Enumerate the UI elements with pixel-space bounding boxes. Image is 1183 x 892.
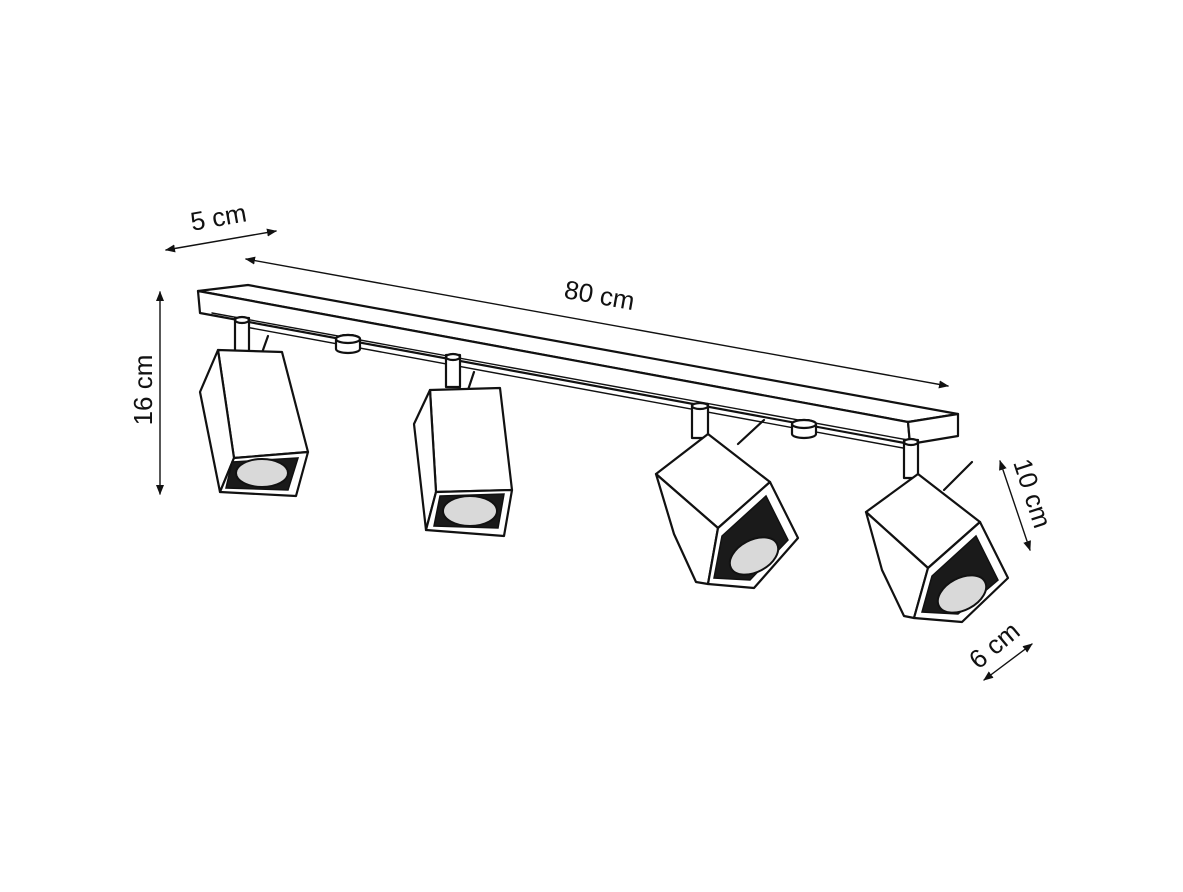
knob bbox=[736, 418, 766, 446]
cube-side bbox=[654, 472, 720, 586]
spotlight-4 bbox=[864, 437, 1010, 624]
spot-width-label: 6 cm bbox=[963, 616, 1025, 675]
lens bbox=[936, 574, 988, 614]
cube-top bbox=[428, 386, 514, 494]
spot-width-dimension-line bbox=[983, 643, 1033, 681]
lens bbox=[728, 536, 780, 576]
length-dimension-line bbox=[245, 256, 949, 389]
lens bbox=[442, 495, 498, 527]
depth-dimension-line bbox=[165, 228, 277, 253]
depth-label: 5 cm bbox=[188, 197, 249, 236]
knob bbox=[942, 460, 974, 492]
spotlight-2 bbox=[412, 352, 514, 538]
mounting-screw-left bbox=[334, 333, 362, 355]
spotlight-3 bbox=[654, 401, 800, 590]
mounting-screw-right bbox=[790, 418, 818, 440]
length-label: 80 cm bbox=[562, 274, 637, 316]
height-label: 16 cm bbox=[128, 355, 158, 426]
spotlight-1 bbox=[198, 315, 310, 498]
spot-height-label: 10 cm bbox=[1007, 455, 1057, 532]
spot-height-dimension-line bbox=[999, 460, 1031, 551]
bar-end-face bbox=[906, 412, 960, 446]
cube-side bbox=[864, 510, 930, 620]
lens bbox=[235, 458, 289, 488]
